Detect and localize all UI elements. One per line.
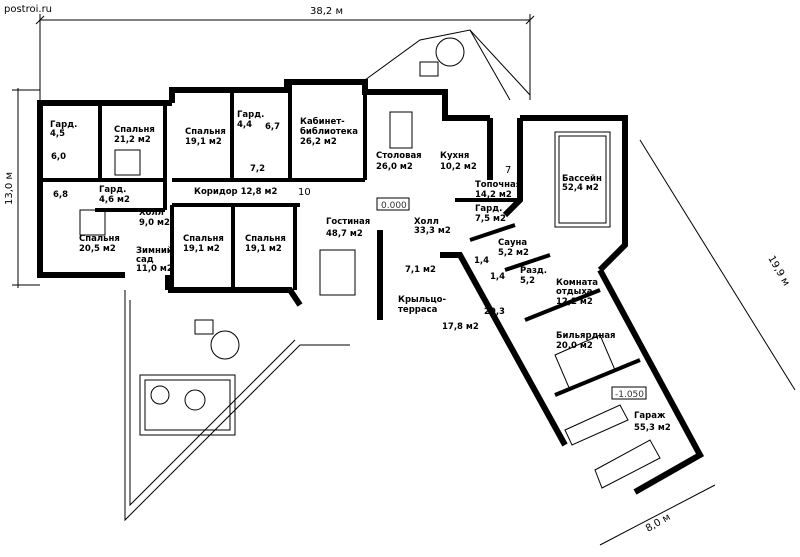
room-label-line: 12,2 м2	[556, 297, 593, 307]
terrace	[124, 29, 531, 522]
room-label-line: 26,0 м2	[376, 162, 413, 172]
room-label-line: 4,5	[50, 129, 65, 139]
label-porch-area: 17,8 м2	[442, 322, 479, 332]
label-dining: Столовая	[376, 151, 422, 161]
room-label-line: сад	[136, 255, 154, 265]
label-rest-room: Комната	[556, 278, 598, 288]
label-wardrobe-4: Гард.	[475, 204, 502, 214]
label-wardrobe-1: Гард.	[50, 120, 77, 130]
level-lower: -1.050	[611, 386, 647, 400]
room-label-line: 26,2 м2	[300, 137, 337, 147]
label-bedroom-5: Спальня	[245, 234, 286, 244]
room-label-line: библиотека	[300, 126, 358, 137]
label-bedroom-4: Спальня	[183, 234, 224, 244]
room-label-line: 19,1 м2	[245, 244, 282, 254]
room-label-line: 7,5 м2	[475, 214, 506, 224]
label-garage: Гараж	[634, 411, 666, 421]
label-bedroom-2: Спальня	[79, 234, 120, 244]
room-label-line: отдыха	[556, 287, 593, 297]
label-winter-garden: Зимний	[136, 246, 173, 256]
room-label-line: 55,3 м2	[634, 423, 671, 433]
label-bedroom-3: Спальня	[185, 127, 226, 137]
furniture	[79, 111, 661, 489]
dimension-diagonal: 19,9 м	[639, 139, 796, 391]
dimension-width-label: 38,2 м	[310, 6, 343, 17]
room-label-line: 11,0 м2	[136, 264, 173, 274]
room-label-line: 21,2 м2	[114, 135, 151, 145]
watermark: postroi.ru	[4, 4, 52, 15]
dimension-wing-label: 8,0 м	[644, 512, 673, 535]
room-label-line: 19,1 м2	[185, 137, 222, 147]
room-label-line: 5,2 м2	[498, 248, 529, 258]
room-label-line: 10,2 м2	[440, 162, 477, 172]
label-bath-4: 7,2	[250, 164, 265, 174]
room-label-line: терраса	[398, 305, 438, 315]
label-corridor-num: 10	[298, 187, 311, 198]
dimension-left: 13,0 м	[4, 88, 40, 288]
room-label-line: 20,0 м2	[556, 341, 593, 351]
dimension-top: 38,2 м	[35, 6, 535, 100]
level-lower-label: -1.050	[615, 390, 644, 400]
room-label-line: 5,2	[520, 276, 535, 286]
level-main-label: 0.000	[381, 201, 407, 211]
label-boiler-room: Топочная	[475, 180, 521, 190]
room-label-line: 52,4 м2	[562, 183, 599, 193]
room-labels: Гард. 4,5 Спальня 21,2 м2 6,0 6,8 Гард. …	[50, 110, 671, 433]
label-bedroom-1: Спальня	[114, 125, 155, 135]
room-label-line: 14,2 м2	[475, 190, 512, 200]
label-hall-1: Холл	[139, 208, 164, 218]
room-label-line: 4,6 м2	[99, 195, 130, 205]
label-wardrobe-3: Гард.	[237, 110, 264, 120]
dimension-wing: 8,0 м	[599, 484, 716, 546]
label-corridor: Коридор 12,8 м2	[194, 187, 277, 197]
label-bath-2: 6,8	[53, 190, 68, 200]
label-bath-1: 6,0	[51, 152, 66, 162]
label-dressing: Разд.	[520, 266, 547, 276]
label-porch: Крыльцо-	[398, 295, 446, 305]
label-billiard: Бильярдная	[556, 331, 616, 341]
room-label-line: 33,3 м2	[414, 226, 451, 236]
label-wc-2: 1,4	[490, 272, 505, 282]
label-living-room: Гостиная	[326, 217, 370, 227]
label-bath-3: 6,7	[265, 122, 280, 132]
dimension-height-label: 13,0 м	[4, 172, 15, 205]
label-passage: 20,3	[484, 307, 505, 317]
dimension-diagonal-label: 19,9 м	[765, 254, 791, 288]
label-wardrobe-2: Гард.	[99, 185, 126, 195]
label-hall-2: Холл	[414, 217, 439, 227]
room-label-line: 48,7 м2	[326, 229, 363, 239]
room-label-line: 9,0 м2	[139, 218, 170, 228]
room-label-line: 19,1 м2	[183, 244, 220, 254]
level-main: 0.000	[376, 197, 410, 211]
label-sauna: Сауна	[498, 238, 527, 248]
label-pool: Бассейн	[562, 174, 602, 184]
label-wc-1: 1,4	[474, 256, 489, 266]
label-kitchen: Кухня	[440, 151, 469, 161]
label-small-room: 7,1 м2	[405, 265, 436, 275]
label-num-7: 7	[505, 165, 511, 176]
label-office: Кабинет-	[300, 116, 345, 127]
room-label-line: 4,4	[237, 120, 252, 130]
room-label-line: 20,5 м2	[79, 244, 116, 254]
